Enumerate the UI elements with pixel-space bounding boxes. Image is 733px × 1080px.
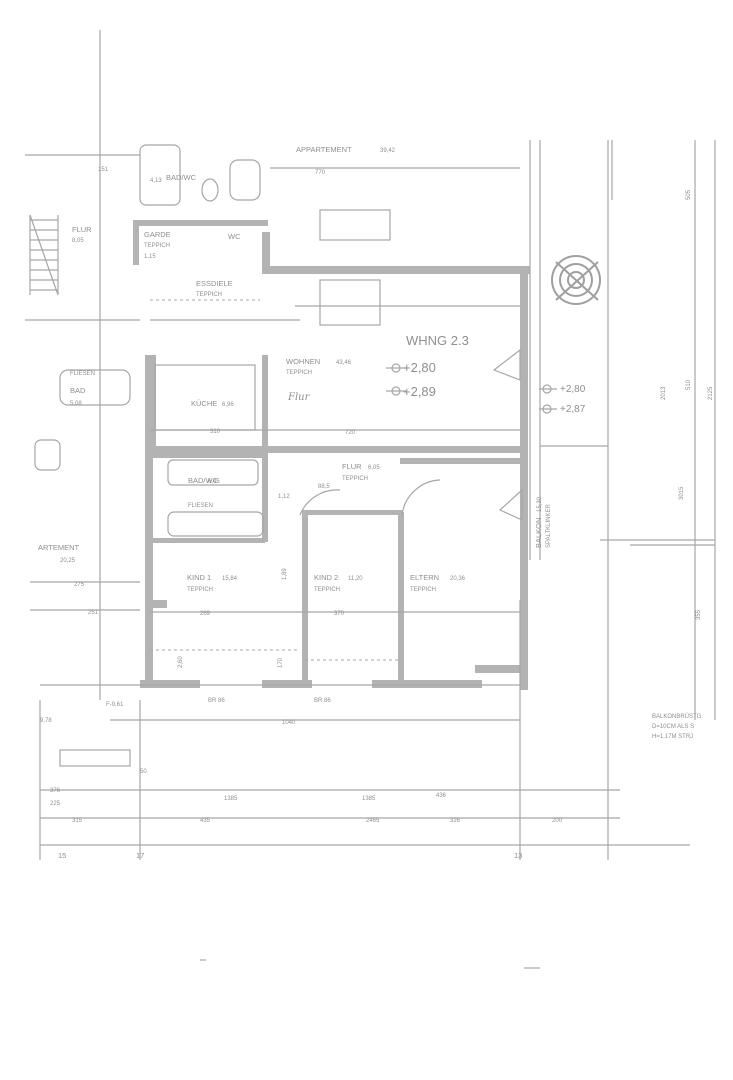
labels: APPARTEMENT 39,42 ARTEMENT 20,25 WHNG 2.… <box>38 145 714 860</box>
room-name: KIND 1 <box>187 573 211 582</box>
dimension: 2,60 <box>178 656 184 668</box>
balcony-note-3: H=1,17M STRJ <box>652 734 693 740</box>
dimension: 1,12 <box>278 494 290 500</box>
dimension: 720 <box>345 430 356 436</box>
room-floor: TEPPICH <box>410 587 436 593</box>
room-area: 5,08 <box>70 401 82 407</box>
room-name: WC <box>228 232 241 241</box>
balcony-note-1: BALKONBRÜSTG. <box>652 713 703 720</box>
room-area: 6,96 <box>222 402 234 408</box>
room-name: BAD/WC <box>166 173 197 182</box>
room-floor: TEPPICH <box>342 476 368 482</box>
room-name: BALKON <box>534 518 543 548</box>
dimension: 1385 <box>224 796 238 802</box>
dimension: 510 <box>686 379 692 390</box>
room-area: 6,05 <box>368 465 380 471</box>
room-floor: FLIESEN <box>70 371 95 377</box>
walls <box>133 220 530 690</box>
apartment-left-area: 20,25 <box>60 558 76 564</box>
dimension: 2125 <box>708 386 714 400</box>
dimension: 88,5 <box>318 484 330 490</box>
level-balcony-2: +2,87 <box>560 404 586 415</box>
dimension: 269 <box>200 611 211 617</box>
level-main-2: +2,89 <box>403 384 436 399</box>
room-floor: FLIESEN <box>188 503 213 509</box>
dimension: 15 <box>58 851 66 860</box>
room-area: 15,84 <box>222 576 238 582</box>
level-balcony-1: +2,80 <box>560 384 586 395</box>
dimension: 151 <box>98 167 109 173</box>
dimension: 310 <box>210 429 221 435</box>
dimension: 505 <box>686 189 692 200</box>
staircase <box>29 214 59 296</box>
room-name: FLUR <box>72 225 92 234</box>
room-area: 4,13 <box>150 178 162 184</box>
fixtures <box>34 144 523 767</box>
apartment-left-label: ARTEMENT <box>38 543 80 552</box>
dimension: 13 <box>514 851 522 860</box>
dimension: 251 <box>88 610 99 616</box>
room-area: 15,30 <box>537 496 543 512</box>
dimension: BR 86 <box>208 698 225 704</box>
room-name: ESSDIELE <box>196 279 233 288</box>
balcony-note-2: D=10CM ALS S <box>652 724 694 730</box>
dimension: 770 <box>315 170 326 176</box>
room-floor: TEPPICH <box>187 587 213 593</box>
room-name: FLUR <box>342 462 362 471</box>
unit-label: WHNG 2.3 <box>406 333 469 348</box>
room-name: KÜCHE <box>191 399 217 408</box>
room-area: 6,45 <box>208 479 220 485</box>
dimension: 326 <box>450 818 461 824</box>
apartment-top-area: 39,42 <box>380 148 396 154</box>
handwriting-note: Flur <box>287 392 311 403</box>
room-floor: TEPPICH <box>314 587 340 593</box>
dimension: 1,89 <box>282 568 288 580</box>
room-area: 11,20 <box>348 576 363 582</box>
room-area: 43,46 <box>336 360 352 366</box>
room-floor: TEPPICH <box>286 370 312 376</box>
room-name: ELTERN <box>410 573 439 582</box>
level-main-1: +2,80 <box>403 360 436 375</box>
bottom-marks <box>200 959 540 969</box>
dimension: 370 <box>334 611 345 617</box>
room-name: BAD <box>70 386 86 395</box>
dimension: 1040 <box>282 720 296 726</box>
room-area: 1,15 <box>144 254 156 260</box>
dimension: 2465 <box>366 818 380 824</box>
dimension: F-9,61 <box>106 702 124 708</box>
plant-symbol <box>551 255 601 305</box>
dimension: 435 <box>200 818 211 824</box>
dimension: BR 86 <box>314 698 331 704</box>
room-name: KIND 2 <box>314 573 338 582</box>
room-floor: TEPPICH <box>144 243 170 249</box>
apartment-top-label: APPARTEMENT <box>296 145 352 154</box>
dimension: 2013 <box>661 386 667 400</box>
dimension: 436 <box>436 793 447 799</box>
room-area: 20,36 <box>450 576 466 582</box>
room-area: 8,05 <box>72 238 84 244</box>
dimension: 315 <box>72 818 83 824</box>
level-markers <box>386 363 557 414</box>
room-name: WOHNEN <box>286 357 320 366</box>
dimension-lines <box>25 30 716 860</box>
room-name: BAD/WC <box>188 476 219 485</box>
room-name: GARDE <box>144 230 171 239</box>
dimension: 200 <box>552 818 563 824</box>
dimension: 376 <box>50 788 61 794</box>
dimension: 3015 <box>679 486 685 500</box>
dimension: 17 <box>136 851 144 860</box>
dimension: 355 <box>696 609 702 620</box>
dimension: 225 <box>50 801 61 807</box>
dimension: 170 <box>278 657 284 668</box>
dimension: 9,78 <box>40 718 52 724</box>
dimension: 275 <box>74 582 85 588</box>
dimension: 50 <box>140 769 147 775</box>
room-floor: SPALTKLINKER <box>546 504 552 548</box>
room-floor: TEPPICH <box>196 292 222 298</box>
dimension: 1385 <box>362 796 376 802</box>
